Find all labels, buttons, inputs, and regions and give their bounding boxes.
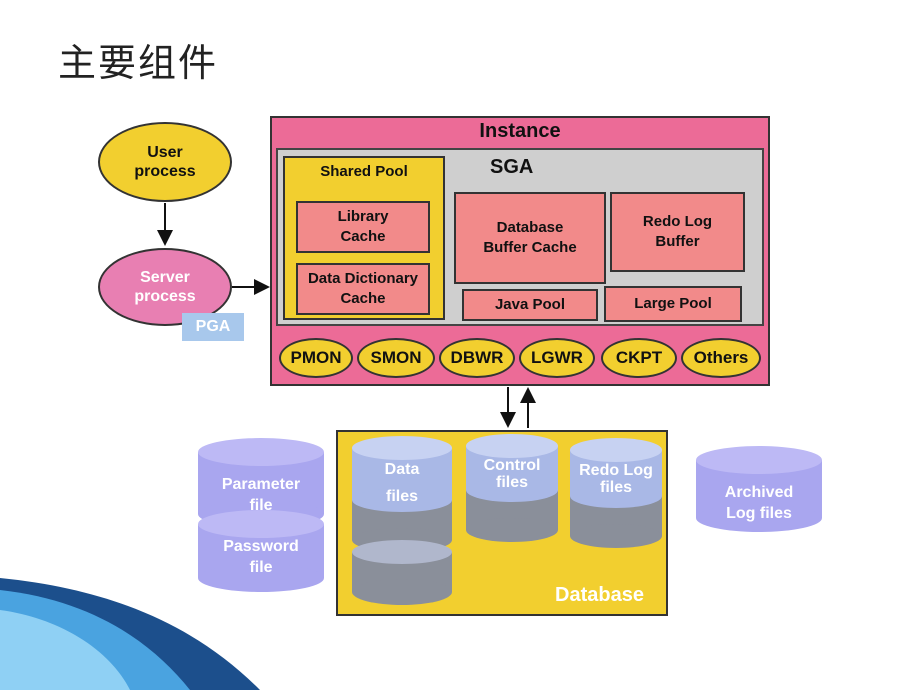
data-files-label-line2: files [385,488,418,505]
shared-pool-label: Shared Pool [320,163,408,180]
password-file-cylinder [198,510,324,592]
java-pool-box: Java Pool [462,289,598,321]
data-files-cylinder [352,436,452,605]
redo-log-files-label: Redo Log files [579,462,653,496]
instance-label: Instance [479,120,561,142]
sga-label: SGA [490,156,534,178]
database-label: Database [555,584,644,606]
background-process-dbwr: DBWR [439,338,515,378]
library-cache-box: Library Cache [296,201,430,253]
data-dictionary-cache-box: Data Dictionary Cache [296,263,430,315]
pga-box: PGA [182,313,244,341]
database-buffer-cache-box: Database Buffer Cache [454,192,606,284]
background-process-others: Others [681,338,761,378]
parameter-file-cylinder [198,438,324,528]
user-process-node: User process [98,122,232,202]
background-process-ckpt: CKPT [601,338,677,378]
background-process-smon: SMON [357,338,435,378]
decorative-swoosh [0,578,260,690]
background-process-pmon: PMON [279,338,353,378]
data-files-label-line1: Data [384,461,420,478]
redo-log-files-cylinder [570,438,662,548]
control-files-cylinder [466,434,558,542]
slide-title: 主要组件 [58,41,219,85]
archived-log-files-cylinder [696,446,822,532]
background-process-lgwr: LGWR [519,338,595,378]
archived-log-files-label: Archived Log files [724,484,794,522]
large-pool-box: Large Pool [604,286,742,322]
parameter-file-label: Parameter file [221,476,301,514]
control-files-label: Control files [483,457,541,491]
redo-log-buffer-box: Redo Log Buffer [610,192,745,272]
password-file-label: Password file [223,538,299,576]
